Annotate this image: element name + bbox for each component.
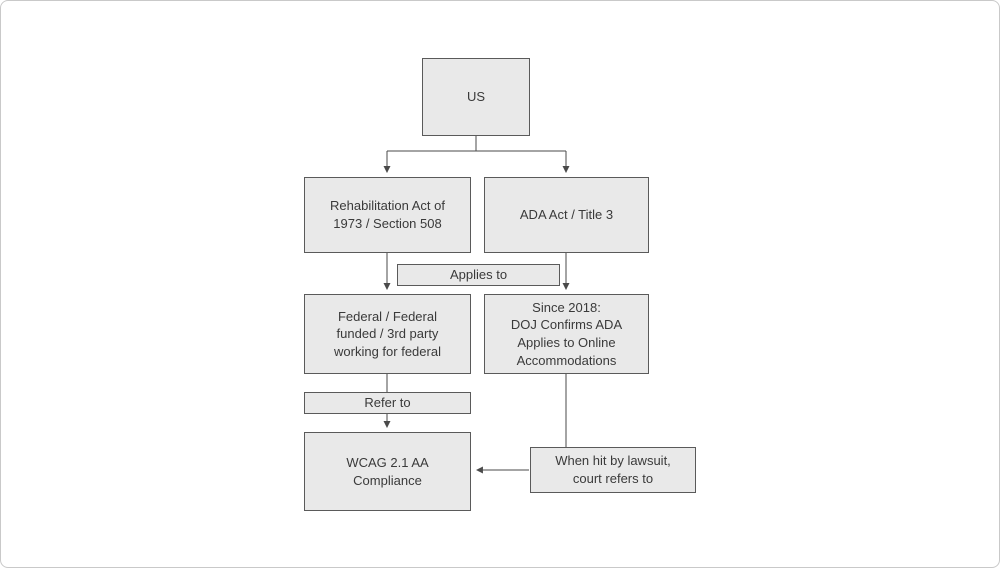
node-lawsuit: When hit by lawsuit, court refers to	[530, 447, 696, 493]
node-federal: Federal / Federal funded / 3rd party wor…	[304, 294, 471, 374]
node-us: US	[422, 58, 530, 136]
node-rehabilitation-act: Rehabilitation Act of 1973 / Section 508	[304, 177, 471, 253]
node-wcag-compliance: WCAG 2.1 AA Compliance	[304, 432, 471, 511]
edge-us-split	[387, 136, 566, 152]
node-doj-since-2018: Since 2018: DOJ Confirms ADA Applies to …	[484, 294, 649, 374]
label-applies-to: Applies to	[397, 264, 560, 286]
label-refer-to: Refer to	[304, 392, 471, 414]
node-ada-act: ADA Act / Title 3	[484, 177, 649, 253]
